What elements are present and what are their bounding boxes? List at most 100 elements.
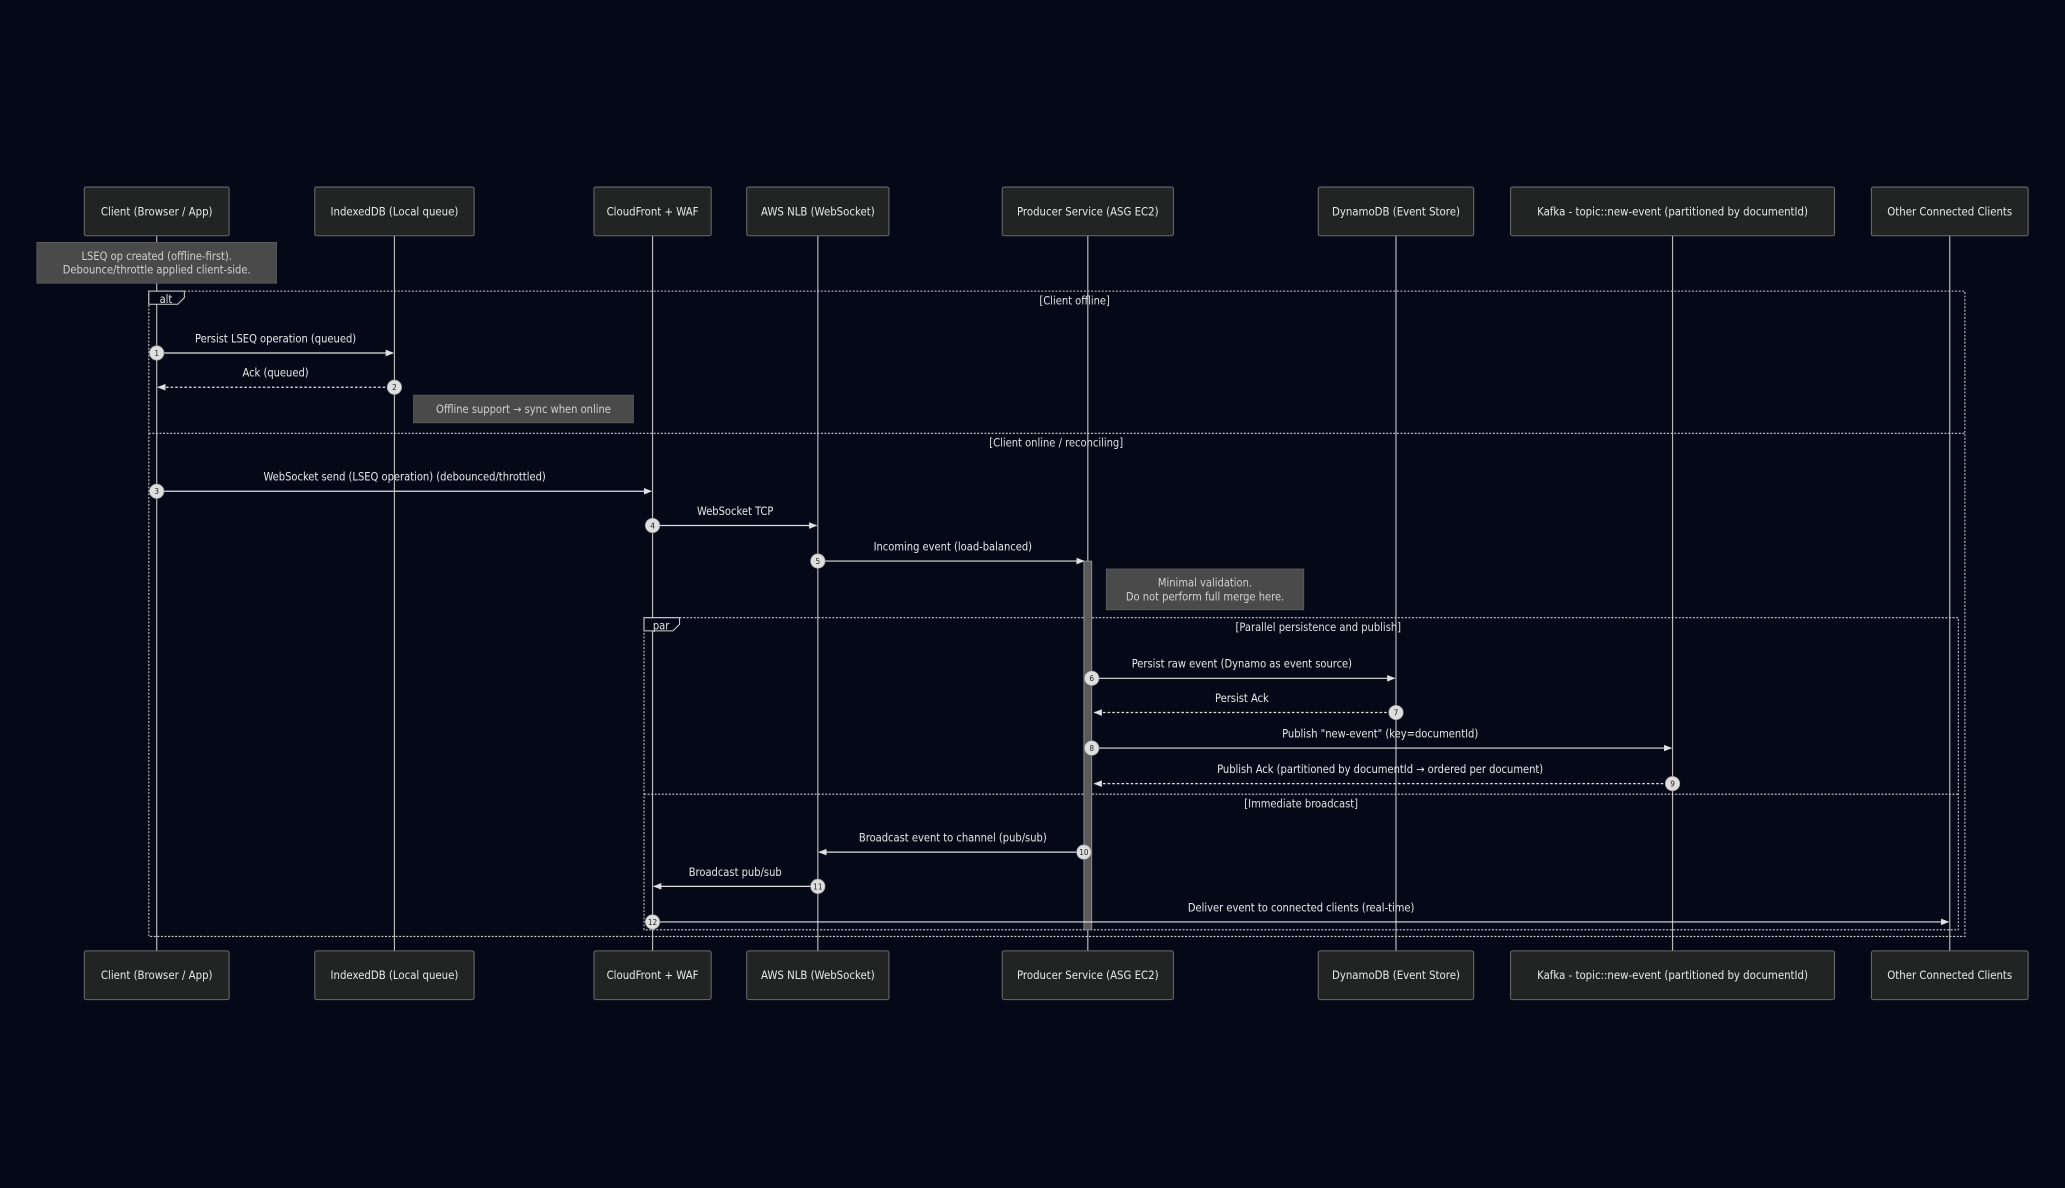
sequence-number: 4	[650, 520, 655, 530]
note: LSEQ op created (offline-first).Debounce…	[36, 241, 277, 284]
participant-box[interactable]	[1001, 950, 1174, 1001]
frame-border	[148, 290, 1966, 937]
participant-box[interactable]	[1001, 186, 1174, 237]
frame-section-label: [Immediate broadcast]	[1244, 797, 1358, 810]
alt-frame: alt[Client offline][Client online / reco…	[148, 290, 1966, 937]
message-label: Persist Ack	[1215, 692, 1269, 705]
frame-tag	[148, 290, 185, 305]
participant-label: Kafka - topic::new-event (partitioned by…	[1537, 204, 1808, 218]
sequence-number-badge	[1084, 740, 1100, 756]
participant-label: Client (Browser / App)	[101, 968, 213, 982]
message-1: Persist LSEQ operation (queued)1	[149, 332, 394, 361]
participant-label: Other Connected Clients	[1887, 204, 2012, 218]
participant-bottom[interactable]: CloudFront + WAF	[593, 950, 712, 1001]
sequence-number-badge	[149, 345, 165, 361]
participant-label: DynamoDB (Event Store)	[1332, 204, 1460, 218]
participant-bottom[interactable]: DynamoDB (Event Store)	[1317, 950, 1475, 1001]
participant-label: IndexedDB (Local queue)	[331, 204, 459, 218]
participant-label: CloudFront + WAF	[607, 204, 699, 218]
participant-box[interactable]	[83, 186, 230, 237]
message-label: Broadcast event to channel (pub/sub)	[859, 832, 1047, 845]
message-label: WebSocket send (LSEQ operation) (debounc…	[263, 471, 545, 484]
message-6: Persist raw event (Dynamo as event sourc…	[1084, 658, 1396, 686]
participant-top[interactable]: CloudFront + WAF	[593, 186, 712, 237]
participant-label: Other Connected Clients	[1887, 968, 2012, 982]
participant-label: Producer Service (ASG EC2)	[1017, 968, 1159, 982]
note: Offline support → sync when online	[413, 394, 634, 424]
participant-top[interactable]: Producer Service (ASG EC2)	[1001, 186, 1174, 237]
sequence-number: 9	[1670, 779, 1675, 789]
message-8: Publish "new-event" (key=documentId)8	[1084, 728, 1673, 756]
note-box	[36, 241, 277, 284]
message-4: WebSocket TCP 4	[644, 505, 818, 534]
participant-box[interactable]	[314, 950, 475, 1001]
frame-keyword: alt	[160, 293, 173, 306]
participant-top[interactable]: Client (Browser / App)	[83, 186, 230, 237]
sequence-number: 3	[154, 486, 159, 496]
sequence-number-badge	[386, 379, 403, 395]
sequence-number-badge	[644, 914, 661, 930]
sequence-number-badge	[149, 483, 165, 499]
sequence-number: 8	[1089, 743, 1094, 753]
sequence-number-badge	[1084, 670, 1100, 686]
note: Minimal validation.Do not perform full m…	[1105, 568, 1305, 611]
sequence-number-badge	[1076, 844, 1092, 860]
note-box	[413, 394, 634, 424]
frame-border	[643, 617, 1959, 931]
frame-tag	[643, 617, 681, 632]
participant-top[interactable]: Other Connected Clients	[1870, 186, 2029, 237]
sequence-number-badge	[810, 878, 826, 894]
participant-box[interactable]	[314, 186, 475, 237]
message-5: Incoming event (load-balanced)5	[810, 541, 1085, 569]
participant-top[interactable]: AWS NLB (WebSocket)	[746, 186, 890, 237]
participant-label: DynamoDB (Event Store)	[1332, 968, 1460, 982]
note-box	[1105, 568, 1305, 611]
message-label: Persist raw event (Dynamo as event sourc…	[1132, 658, 1352, 671]
participant-box[interactable]	[83, 950, 230, 1001]
participant-bottom[interactable]: Producer Service (ASG EC2)	[1001, 950, 1174, 1001]
participant-box[interactable]	[1510, 186, 1836, 237]
message-label: Publish Ack (partitioned by documentId →…	[1217, 763, 1543, 776]
participant-box[interactable]	[1317, 186, 1475, 237]
participant-label: Producer Service (ASG EC2)	[1017, 204, 1159, 218]
participant-box[interactable]	[746, 186, 890, 237]
note-text: Minimal validation.	[1158, 576, 1252, 589]
participant-top[interactable]: DynamoDB (Event Store)	[1317, 186, 1475, 237]
participant-box[interactable]	[746, 950, 890, 1001]
frame-section-label: [Parallel persistence and publish]	[1236, 621, 1402, 634]
sequence-number-badge	[1664, 776, 1681, 792]
participant-bottom[interactable]: Client (Browser / App)	[83, 950, 230, 1001]
sequence-number: 2	[392, 382, 397, 392]
message-label: Ack (queued)	[242, 367, 308, 380]
message-label: Incoming event (load-balanced)	[874, 541, 1033, 554]
participant-box[interactable]	[593, 950, 712, 1001]
frame-section-label: [Client online / reconciling]	[989, 437, 1123, 450]
note-text: Offline support → sync when online	[436, 403, 611, 416]
participant-label: AWS NLB (WebSocket)	[761, 204, 875, 218]
participant-bottom[interactable]: AWS NLB (WebSocket)	[746, 950, 890, 1001]
sequence-number: 12	[648, 917, 657, 927]
sequence-number: 11	[813, 881, 822, 891]
participant-bottom[interactable]: Other Connected Clients	[1870, 950, 2029, 1001]
message-label: Deliver event to connected clients (real…	[1188, 901, 1415, 914]
participant-top[interactable]: IndexedDB (Local queue)	[314, 186, 475, 237]
participant-label: AWS NLB (WebSocket)	[761, 968, 875, 982]
participant-bottom[interactable]: Kafka - topic::new-event (partitioned by…	[1510, 950, 1836, 1001]
note-text: LSEQ op created (offline-first).	[82, 250, 232, 263]
par-frame: par[Parallel persistence and publish][Im…	[643, 617, 1959, 931]
message-2: Ack (queued) 2	[157, 367, 403, 395]
sequence-number: 10	[1079, 847, 1089, 857]
participant-box[interactable]	[1317, 950, 1475, 1001]
participant-box[interactable]	[1510, 950, 1836, 1001]
participant-box[interactable]	[593, 186, 712, 237]
sequence-number: 1	[154, 348, 159, 358]
sequence-number-badge	[1388, 704, 1404, 721]
participant-top[interactable]: Kafka - topic::new-event (partitioned by…	[1510, 186, 1836, 237]
participant-box[interactable]	[1870, 950, 2029, 1001]
participant-box[interactable]	[1870, 186, 2029, 237]
message-label: WebSocket TCP	[697, 505, 773, 518]
participant-bottom[interactable]: IndexedDB (Local queue)	[314, 950, 475, 1001]
